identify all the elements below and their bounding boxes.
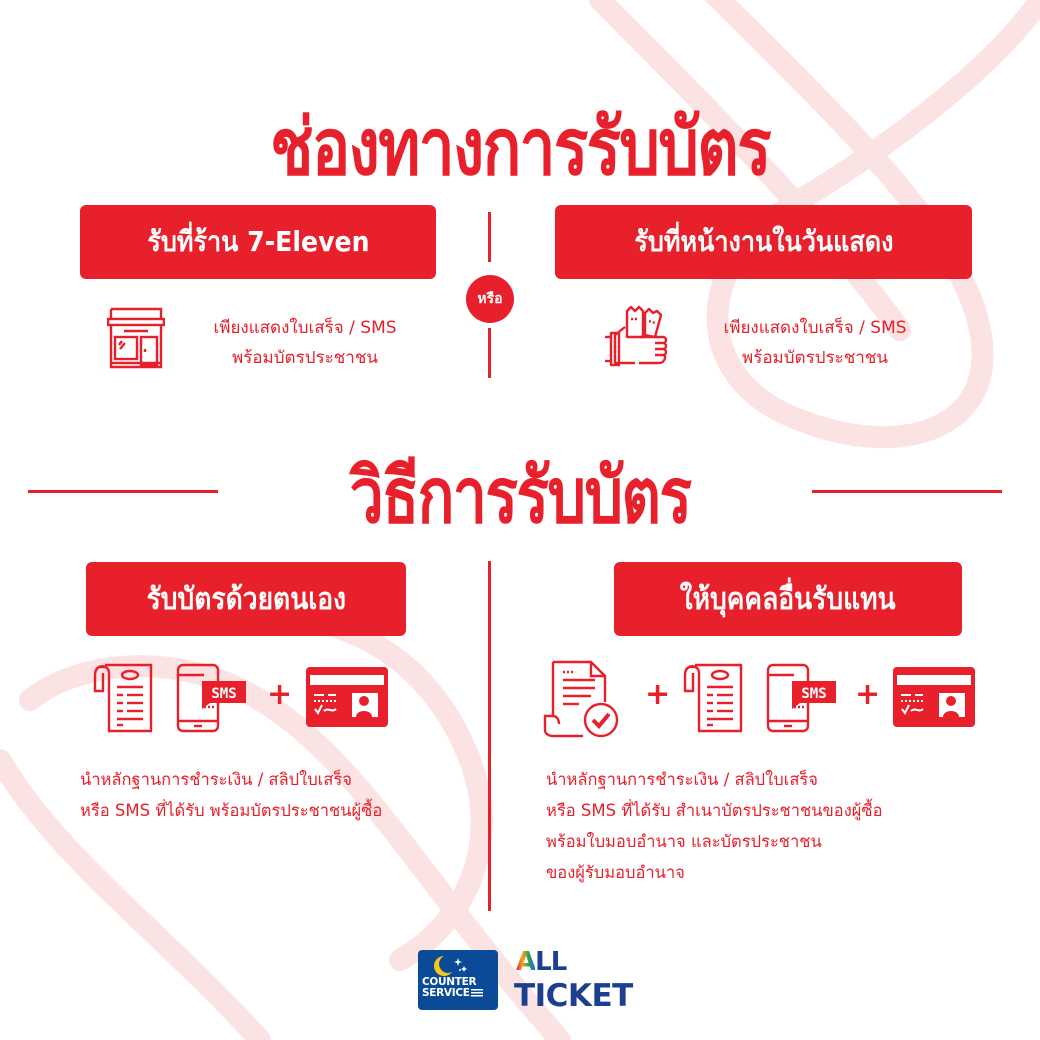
sms-phone-icon: SMS bbox=[176, 663, 246, 733]
method-title-right-rule bbox=[812, 490, 1002, 493]
id-card-icon bbox=[306, 667, 388, 727]
instruction-line: ของผู้รับมอบอำนาจ bbox=[546, 863, 685, 882]
desc-line: พร้อมบัตรประชาชน bbox=[741, 348, 888, 368]
desc-line: เพียงแสดงใบเสร็จ / SMS bbox=[723, 318, 907, 338]
instruction-line: พร้อมใบมอบอำนาจ และบัตรประชาชน bbox=[546, 832, 822, 851]
plus-icon: + bbox=[645, 677, 671, 712]
plus-icon: + bbox=[267, 677, 293, 712]
desc-line: เพียงแสดงใบเสร็จ / SMS bbox=[213, 318, 397, 338]
moon-stars-icon bbox=[434, 956, 467, 976]
authorization-document-check-icon bbox=[543, 660, 619, 738]
store-icon bbox=[107, 307, 165, 369]
method-proxy-label: ให้บุคคลอื่นรับแทน bbox=[614, 562, 962, 636]
or-text: หรือ bbox=[477, 291, 503, 307]
channel-venue-desc: เพียงแสดงใบเสร็จ / SMS พร้อมบัตรประชาชน bbox=[690, 313, 940, 373]
channel-7eleven-text: รับที่ร้าน 7-Eleven bbox=[146, 225, 370, 258]
sms-badge-text: SMS bbox=[801, 686, 826, 702]
method-divider bbox=[488, 561, 491, 911]
method-proxy-text: ให้บุคคลอื่นรับแทน bbox=[680, 581, 896, 617]
desc-line: พร้อมบัตรประชาชน bbox=[231, 348, 378, 368]
all-ll-letters: LL bbox=[535, 947, 567, 977]
page-title: ช่องทางการรับบัตร bbox=[270, 103, 771, 193]
counter-service-text: COUNTER SERVICE bbox=[422, 977, 496, 999]
id-card-icon bbox=[893, 667, 975, 727]
stripes-decoration bbox=[470, 989, 483, 998]
sms-phone-icon: SMS bbox=[766, 663, 836, 733]
all-ticket-logo-ticket: TICKET bbox=[514, 978, 633, 1014]
channel-venue-text: รับที่หน้างานในวันแสดง bbox=[633, 225, 894, 258]
instruction-line: หรือ SMS ที่ได้รับ สำเนาบัตรประชาชนของผู… bbox=[546, 801, 883, 820]
or-badge: หรือ bbox=[466, 275, 514, 323]
method-title: วิธีการรับบัตร bbox=[349, 451, 692, 540]
divider-top bbox=[488, 212, 491, 262]
receipt-icon bbox=[93, 663, 153, 733]
hand-holding-tickets-icon bbox=[605, 305, 668, 367]
counter-service-line2: SERVICE bbox=[422, 987, 470, 999]
method-proxy-instructions: นำหลักฐานการชำระเงิน / สลิปใบเสร็จ หรือ … bbox=[546, 764, 883, 888]
method-title-left-rule bbox=[28, 490, 218, 493]
instruction-line: นำหลักฐานการชำระเงิน / สลิปใบเสร็จ bbox=[80, 770, 352, 789]
divider-bottom bbox=[488, 328, 491, 378]
channel-7eleven-desc: เพียงแสดงใบเสร็จ / SMS พร้อมบัตรประชาชน bbox=[180, 313, 430, 373]
channel-7eleven-label: รับที่ร้าน 7-Eleven bbox=[80, 205, 436, 279]
counter-service-logo: COUNTER SERVICE bbox=[418, 950, 498, 1010]
method-self-text: รับบัตรด้วยตนเอง bbox=[146, 581, 346, 617]
receipt-icon bbox=[683, 663, 743, 733]
all-ticket-logo-all: ALL bbox=[516, 947, 567, 977]
method-self-instructions: นำหลักฐานการชำระเงิน / สลิปใบเสร็จ หรือ … bbox=[80, 764, 382, 826]
plus-icon: + bbox=[855, 677, 881, 712]
instruction-line: หรือ SMS ที่ได้รับ พร้อมบัตรประชาชนผู้ซื… bbox=[80, 801, 383, 820]
counter-service-line1: COUNTER bbox=[422, 976, 477, 988]
instruction-line: นำหลักฐานการชำระเงิน / สลิปใบเสร็จ bbox=[546, 770, 818, 789]
channel-venue-label: รับที่หน้างานในวันแสดง bbox=[555, 205, 972, 279]
sms-badge-text: SMS bbox=[211, 686, 236, 702]
counter-service-line2-wrap: SERVICE bbox=[422, 988, 496, 999]
all-a-letter: A bbox=[516, 947, 536, 977]
method-self-label: รับบัตรด้วยตนเอง bbox=[86, 562, 406, 636]
